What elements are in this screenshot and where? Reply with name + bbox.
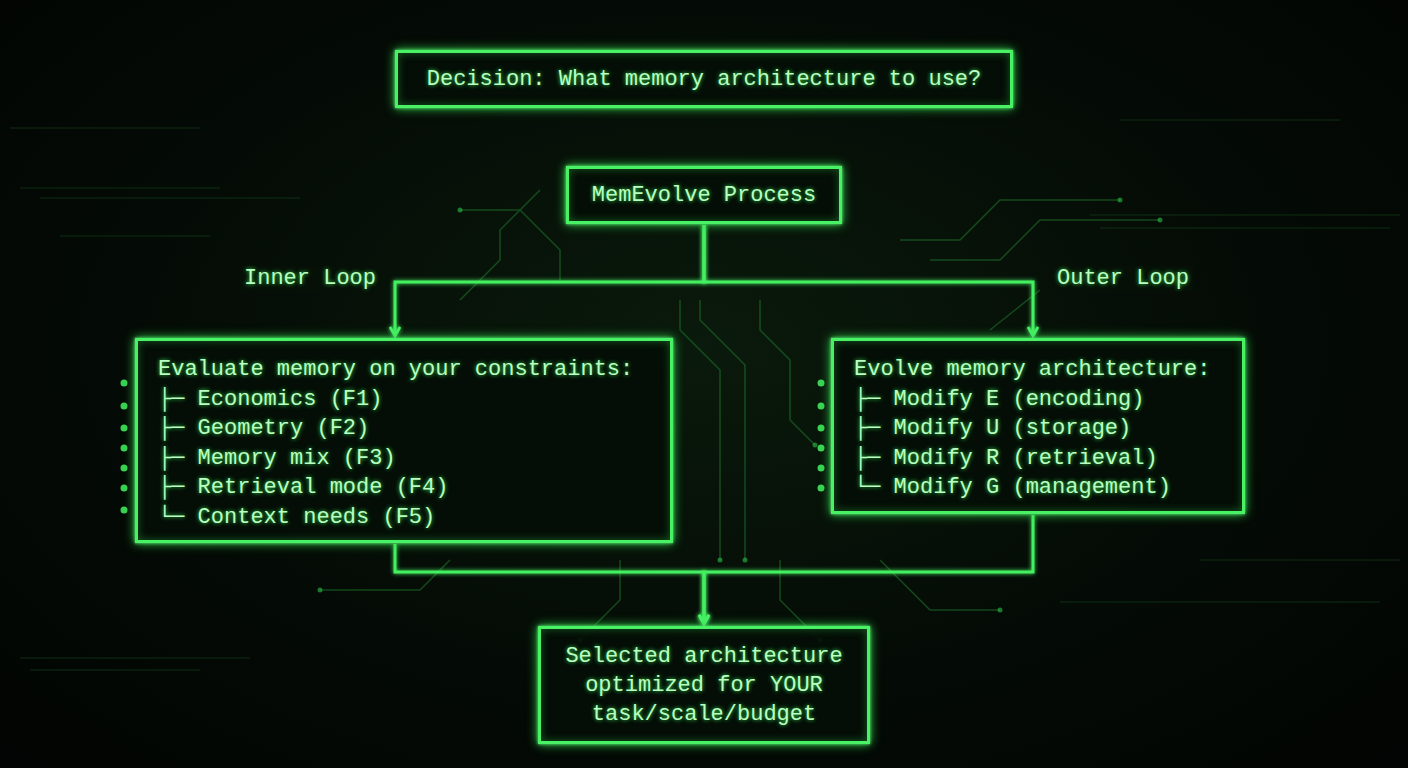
flow-arrow — [395, 544, 704, 624]
decision-box: Decision: What memory architecture to us… — [395, 50, 1013, 108]
flow-arrow — [395, 225, 704, 336]
process-box: MemEvolve Process — [566, 166, 842, 224]
node-heading: Selected architecture optimized for YOUR… — [559, 642, 849, 729]
evaluate-box: Evaluate memory on your constraints:├─ E… — [135, 338, 673, 543]
flow-arrow — [704, 515, 1033, 624]
node-item: └─ Modify G (management) — [854, 473, 1224, 503]
node-item: ├─ Memory mix (F3) — [158, 444, 652, 474]
node-item: ├─ Modify R (retrieval) — [854, 444, 1224, 474]
flow-arrow — [703, 109, 706, 164]
edge-label: Inner Loop — [240, 266, 380, 291]
node-heading: Evolve memory architecture: — [854, 355, 1224, 385]
node-item: └─ Context needs (F5) — [158, 503, 652, 533]
node-item: ├─ Geometry (F2) — [158, 414, 652, 444]
evolve-box: Evolve memory architecture:├─ Modify E (… — [831, 338, 1245, 514]
node-item: ├─ Modify U (storage) — [854, 414, 1224, 444]
edge-label: Outer Loop — [1053, 266, 1193, 291]
node-heading: Decision: What memory architecture to us… — [427, 67, 982, 92]
result-box: Selected architecture optimized for YOUR… — [538, 626, 870, 744]
node-heading: MemEvolve Process — [592, 183, 816, 208]
node-item: ├─ Retrieval mode (F4) — [158, 473, 652, 503]
node-item: ├─ Modify E (encoding) — [854, 385, 1224, 415]
node-item: ├─ Economics (F1) — [158, 385, 652, 415]
flow-arrow — [704, 225, 1033, 336]
node-heading: Evaluate memory on your constraints: — [158, 355, 652, 385]
